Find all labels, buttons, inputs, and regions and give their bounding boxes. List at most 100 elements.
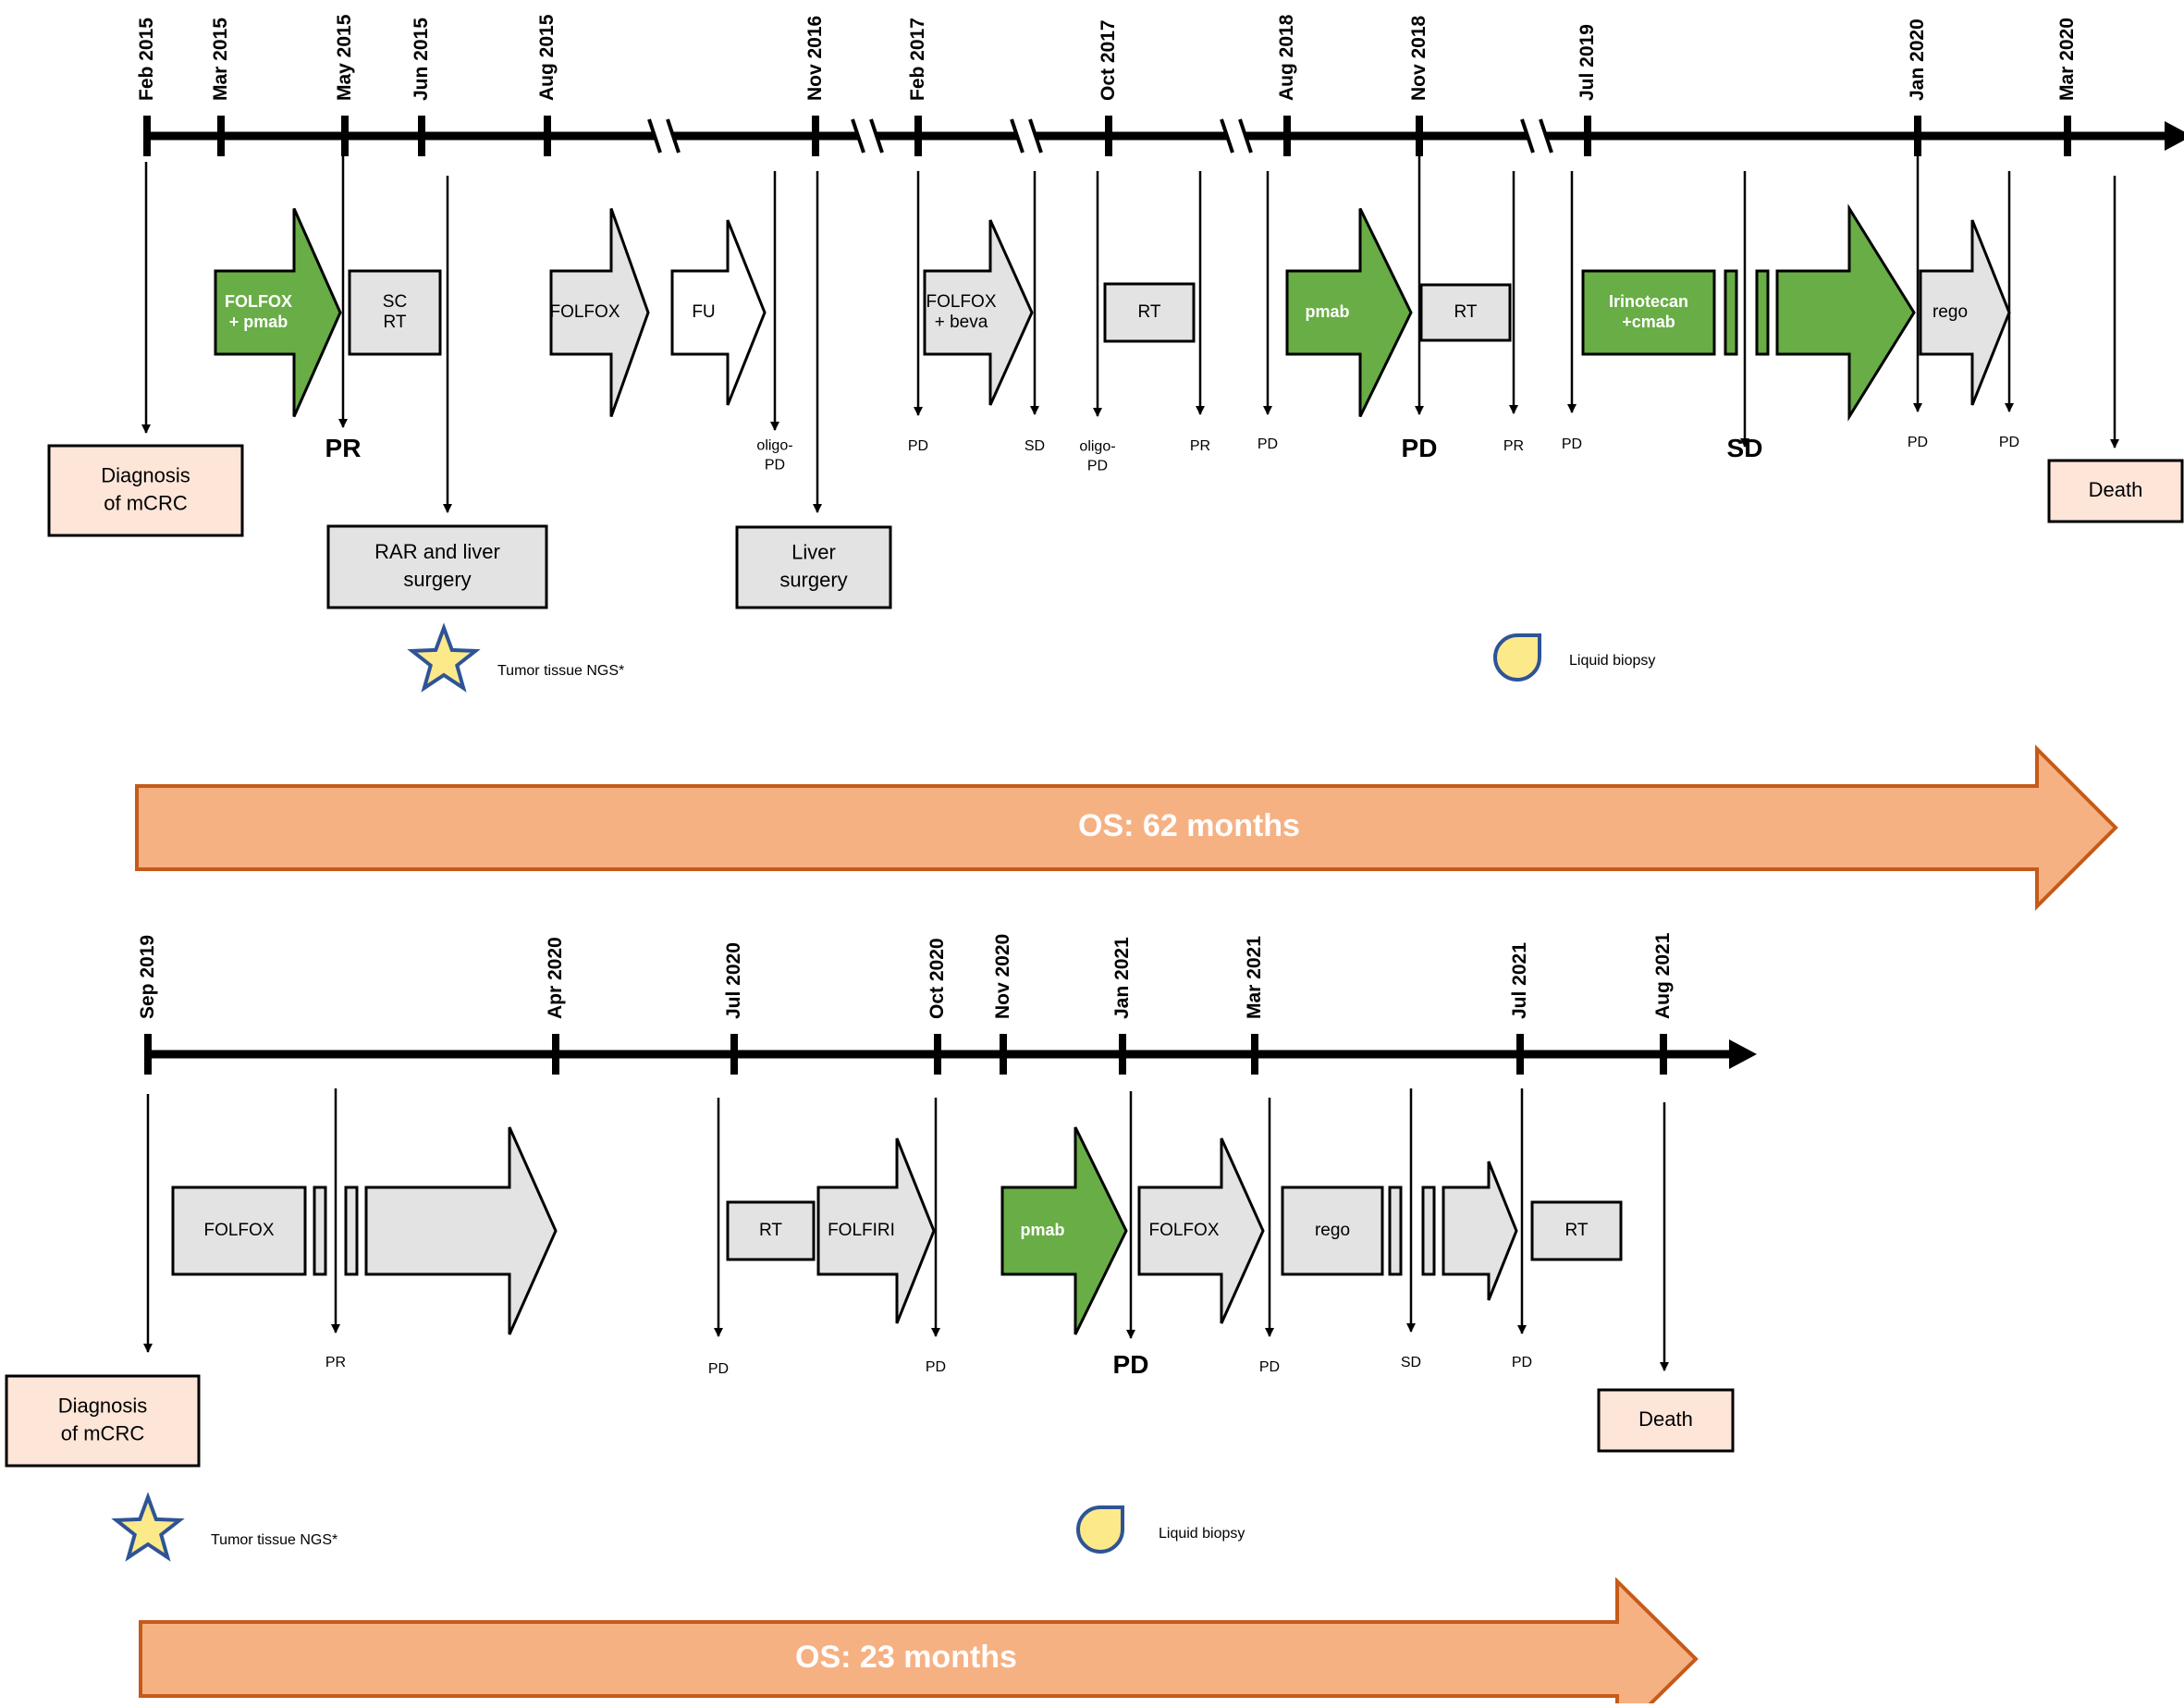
liquid-biopsy-label: Liquid biopsy: [1569, 653, 1655, 669]
treatment-label: rego: [1315, 1221, 1350, 1240]
treatment-arrow: [214, 207, 342, 418]
axis-date-label: Aug 2018: [1276, 14, 1297, 101]
axis-date-label: Nov 2016: [804, 16, 826, 101]
response-label: oligo-PD: [1079, 439, 1115, 474]
axis-break-stroke-b: [1238, 118, 1253, 154]
os-arrow: [139, 1577, 1699, 1708]
axis-date-label: Jan 2021: [1111, 937, 1133, 1019]
event-box: [47, 444, 244, 537]
liquid-biopsy-drop-icon: [1493, 633, 1541, 682]
response-label: PD: [1402, 434, 1438, 462]
event-box: [2047, 459, 2184, 523]
treatment-label: FU: [692, 302, 715, 322]
axis-break-stroke-b: [1028, 118, 1043, 154]
treatment-label: FOLFOX: [1148, 1221, 1219, 1240]
treatment-continuation-bar: [1421, 1186, 1436, 1276]
axis-date-label: Oct 2017: [1098, 19, 1119, 101]
axis-date-label: Mar 2021: [1244, 936, 1265, 1019]
treatment-box: [1530, 1200, 1623, 1261]
os-arrow: [135, 744, 2118, 911]
axis-arrowhead: [1729, 1039, 1757, 1069]
treatment-box: [171, 1186, 307, 1276]
axis-break-stroke-a: [1010, 118, 1025, 154]
treatment-label: FOLFOX: [203, 1221, 274, 1240]
axis-date-label: May 2015: [334, 14, 355, 101]
liquid-biopsy-label: Liquid biopsy: [1159, 1526, 1245, 1542]
axis-date-label: Nov 2018: [1408, 15, 1429, 101]
treatment-box: [1103, 282, 1196, 343]
treatment-arrow: [670, 219, 767, 406]
response-label: PD: [1562, 436, 1582, 452]
treatment-arrow: [1000, 1126, 1128, 1335]
treatment-continuation-arrow: [1442, 1161, 1518, 1301]
response-label: SD: [1727, 434, 1763, 462]
ngs-star-icon: [111, 1492, 185, 1562]
treatment-label: RT: [1138, 302, 1161, 322]
response-label: PR: [325, 1355, 346, 1370]
treatment-label: pmab: [1305, 302, 1349, 321]
treatment-box: [1281, 1186, 1384, 1276]
treatment-arrow: [923, 219, 1034, 406]
axis-date-label: Oct 2020: [926, 938, 948, 1019]
axis-date-label: Jul 2019: [1577, 24, 1598, 101]
event-label: Death: [1638, 1407, 1693, 1431]
response-label: PD: [1908, 435, 1928, 450]
axis-date-label: Sep 2019: [137, 935, 158, 1019]
response-label: PD: [926, 1359, 946, 1375]
treatment-label: FOLFOX: [549, 302, 620, 322]
treatment-continuation-bar: [344, 1186, 359, 1276]
treatment-label: RT: [1565, 1221, 1589, 1240]
event-box: [326, 524, 548, 609]
response-label: PD: [708, 1361, 729, 1377]
treatment-label: RT: [1454, 302, 1478, 322]
response-label: PD: [908, 438, 928, 454]
os-label: OS: 23 months: [795, 1640, 1017, 1675]
response-label: SD: [1025, 438, 1045, 454]
axis-date-label: Mar 2015: [210, 18, 231, 101]
axis-break: [853, 119, 882, 153]
axis-date-label: Nov 2020: [992, 934, 1013, 1019]
axis-date-label: Feb 2015: [136, 18, 157, 101]
os-label: OS: 62 months: [1078, 808, 1300, 843]
treatment-continuation-bar: [1724, 269, 1738, 356]
response-label: oligo-PD: [756, 438, 792, 473]
axis-date-label: Aug 2021: [1652, 932, 1674, 1019]
response-label: PR: [1190, 438, 1210, 454]
treatment-arrow: [549, 207, 650, 418]
axis-break: [649, 119, 679, 153]
treatment-label: FOLFOX+ beva: [926, 292, 996, 332]
axis-date-label: Jul 2021: [1509, 942, 1530, 1019]
axis-date-label: Aug 2015: [536, 14, 558, 101]
axis-break-stroke-b: [666, 118, 681, 154]
event-box: [1597, 1388, 1735, 1453]
axis-break: [1012, 119, 1041, 153]
event-label: Death: [2089, 478, 2143, 501]
treatment-label: rego: [1932, 302, 1968, 322]
treatment-label: FOLFIRI: [828, 1221, 895, 1240]
axis-break-stroke-a: [1220, 118, 1234, 154]
liquid-biopsy-drop-icon: [1076, 1505, 1124, 1554]
axis-date-label: Jun 2015: [411, 18, 432, 101]
axis-date-label: Feb 2017: [907, 18, 928, 101]
treatment-arrow: [816, 1137, 936, 1324]
response-label: PR: [1503, 438, 1524, 454]
response-label: PD: [1259, 1359, 1280, 1375]
treatment-label: pmab: [1020, 1221, 1064, 1239]
axis-date-label: Mar 2020: [2056, 18, 2078, 101]
event-box: [5, 1374, 201, 1468]
treatment-box: [1581, 269, 1716, 356]
treatment-continuation-bar: [1388, 1186, 1403, 1276]
response-label: PD: [1113, 1350, 1149, 1379]
treatment-box: [1419, 283, 1512, 342]
axis-date-label: Jan 2020: [1907, 18, 1928, 101]
treatment-label: RT: [759, 1221, 782, 1240]
event-box: [735, 525, 892, 609]
treatment-label: Irinotecan+cmab: [1609, 292, 1688, 331]
